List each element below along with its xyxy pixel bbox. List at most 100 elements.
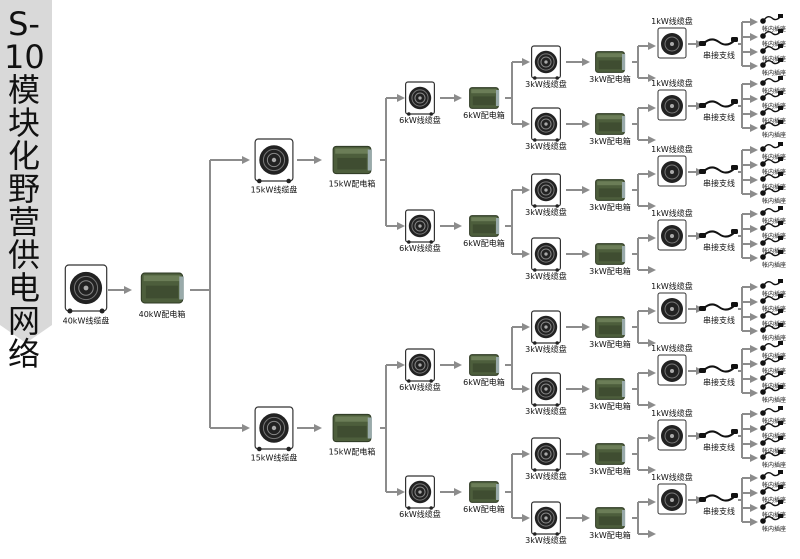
tent-socket-icon (760, 14, 783, 24)
distribution-box-icon (469, 354, 500, 376)
series-branch-cable-icon (699, 364, 738, 373)
distribution-box-icon (595, 316, 626, 338)
cable-reel-icon (530, 501, 561, 536)
distribution-box-icon (595, 113, 626, 135)
label-socket: 帐内插座 (762, 481, 786, 489)
tent-socket-icon (760, 421, 783, 431)
tent-socket-icon (760, 76, 783, 86)
tent-socket-icon (760, 172, 783, 182)
label-box-15: 15kW配电箱 (329, 178, 376, 188)
cable-reel-icon (657, 89, 687, 121)
tent-socket-icon (760, 514, 783, 524)
label-branch: 串接支线 (703, 506, 735, 516)
tent-socket-icon (760, 294, 783, 304)
label-socket: 帐内插座 (762, 131, 786, 139)
series-branch-cable-icon (699, 302, 738, 311)
label-socket: 帐内插座 (762, 447, 786, 455)
distribution-box-icon (595, 51, 626, 73)
label-branch: 串接支线 (703, 50, 735, 60)
label-reel-6: 6kW线缆盘 (399, 115, 441, 125)
label-reel-1: 1kW线缆盘 (651, 343, 693, 353)
label-box-40: 40kW配电箱 (139, 309, 186, 319)
tent-socket-icon (760, 450, 783, 460)
label-socket: 帐内插座 (762, 305, 786, 313)
cable-reel-icon (254, 406, 294, 452)
cable-reel-icon (657, 419, 687, 451)
label-socket: 帐内插座 (762, 40, 786, 48)
label-branch: 串接支线 (703, 442, 735, 452)
connectors (108, 18, 758, 538)
distribution-box-icon (332, 145, 372, 175)
label-box-3: 3kW配电箱 (589, 266, 631, 276)
cable-reel-icon (530, 45, 561, 80)
tent-socket-icon (760, 120, 783, 130)
series-branch-cable-icon (699, 37, 738, 46)
distribution-box-icon (332, 413, 372, 443)
cable-reel-icon (254, 138, 294, 184)
cable-reel-icon (530, 173, 561, 208)
cable-reel-icon (657, 155, 687, 187)
label-socket: 帐内插座 (762, 153, 786, 161)
label-reel-1: 1kW线缆盘 (651, 281, 693, 291)
label-reel-3: 3kW线缆盘 (525, 344, 567, 354)
label-socket: 帐内插座 (762, 55, 786, 63)
tent-socket-icon (760, 250, 783, 260)
label-socket: 帐内插座 (762, 232, 786, 240)
tent-socket-icon (760, 29, 783, 39)
label-socket: 帐内插座 (762, 261, 786, 269)
label-socket: 帐内插座 (762, 525, 786, 533)
distribution-box-icon (469, 87, 500, 109)
tent-socket-icon (760, 44, 783, 54)
label-branch: 串接支线 (703, 178, 735, 188)
distribution-box-icon (595, 243, 626, 265)
label-branch: 串接支线 (703, 112, 735, 122)
label-socket: 帐内插座 (762, 168, 786, 176)
label-reel-3: 3kW线缆盘 (525, 406, 567, 416)
series-branch-cable-icon (699, 165, 738, 174)
label-socket: 帐内插座 (762, 290, 786, 298)
label-reel-1: 1kW线缆盘 (651, 78, 693, 88)
label-reel-1: 1kW线缆盘 (651, 408, 693, 418)
tent-socket-icon (760, 341, 783, 351)
label-reel-3: 3kW线缆盘 (525, 141, 567, 151)
label-socket: 帐内插座 (762, 183, 786, 191)
label-box-3: 3kW配电箱 (589, 466, 631, 476)
label-socket: 帐内插座 (762, 87, 786, 95)
label-reel-6: 6kW线缆盘 (399, 243, 441, 253)
distribution-box-icon (595, 179, 626, 201)
label-socket: 帐内插座 (762, 417, 786, 425)
tent-socket-icon (760, 186, 783, 196)
label-reel-15: 15kW线缆盘 (251, 185, 298, 195)
cable-reel-icon (657, 219, 687, 251)
cable-reel-icon (657, 27, 687, 59)
page-title: S-10模块化野营供电网络 (4, 5, 45, 373)
nodes: 40kW线缆盘40kW配电箱15kW线缆盘15kW配电箱6kW线缆盘6kW配电箱… (63, 14, 786, 545)
label-reel-15: 15kW线缆盘 (251, 453, 298, 463)
tent-socket-icon (760, 221, 783, 231)
title-banner (0, 0, 52, 343)
label-reel-3: 3kW线缆盘 (525, 271, 567, 281)
label-box-6: 6kW配电箱 (463, 238, 505, 248)
tent-socket-icon (760, 406, 783, 416)
label-socket: 帐内插座 (762, 69, 786, 77)
series-branch-cable-icon (699, 429, 738, 438)
cable-reel-icon (530, 372, 561, 407)
label-socket: 帐内插座 (762, 217, 786, 225)
label-box-6: 6kW配电箱 (463, 504, 505, 514)
cable-reel-icon (530, 237, 561, 272)
label-socket: 帐内插座 (762, 511, 786, 519)
label-reel-3: 3kW线缆盘 (525, 207, 567, 217)
label-reel-3: 3kW线缆盘 (525, 535, 567, 545)
distribution-box-icon (595, 378, 626, 400)
label-socket: 帐内插座 (762, 320, 786, 328)
label-reel-1: 1kW线缆盘 (651, 208, 693, 218)
label-box-3: 3kW配电箱 (589, 74, 631, 84)
label-box-3: 3kW配电箱 (589, 401, 631, 411)
series-branch-cable-icon (699, 229, 738, 238)
tent-socket-icon (760, 371, 783, 381)
series-branch-cable-icon (699, 493, 738, 502)
cable-reel-icon (530, 107, 561, 142)
label-reel-1: 1kW线缆盘 (651, 16, 693, 26)
distribution-box-icon (469, 215, 500, 237)
